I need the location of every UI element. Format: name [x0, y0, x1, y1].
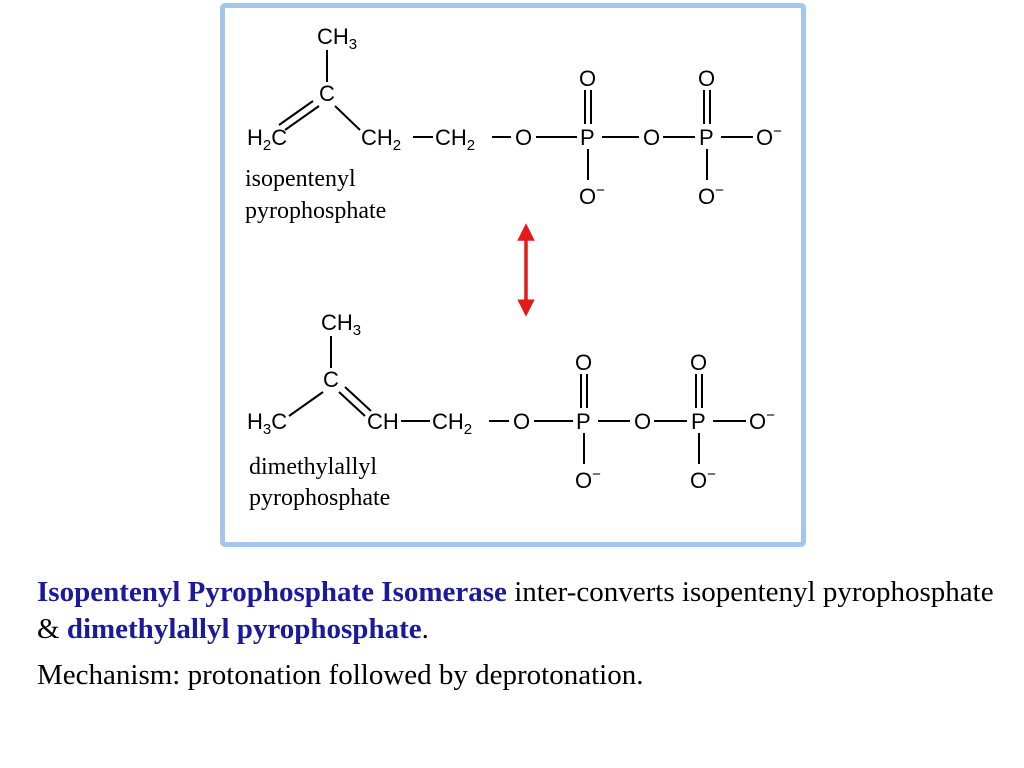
bottom-p2-o-top-label: O	[690, 350, 707, 375]
bottom-p1-o-top-label: O	[575, 350, 592, 375]
bottom-o-terminal-label: O−	[749, 407, 775, 434]
bottom-ch3-label: CH3	[321, 310, 361, 339]
top-ch2-b-label: CH2	[435, 125, 475, 154]
top-p2-o-top-label: O	[698, 66, 715, 91]
bottom-o-ester-label: O	[513, 409, 530, 434]
top-p1-o-bottom-label: O−	[579, 182, 605, 209]
bottom-h3c-label: H3C	[247, 409, 287, 438]
bottom-bonds	[288, 336, 746, 464]
caption-text-1: inter-converts isopentenyl pyrophosphate…	[37, 576, 994, 645]
caption-paragraph: Isopentenyl Pyrophosphate Isomerase inte…	[37, 574, 1007, 648]
top-molecule-name-line2: pyrophosphate	[245, 198, 386, 224]
bottom-p2-label: P	[691, 409, 706, 434]
bottom-ch2-label: CH2	[432, 409, 472, 438]
caption-text-2: .	[421, 613, 429, 645]
bottom-c-label: C	[323, 367, 339, 392]
bottom-p1-label: P	[576, 409, 591, 434]
bottom-o-bridge-label: O	[634, 409, 651, 434]
top-molecule-name-line1: isopentenyl	[245, 166, 356, 192]
bottom-molecule-name-line1: dimethylallyl	[249, 454, 377, 480]
top-ch3-label: CH3	[317, 24, 357, 53]
top-o-terminal-label: O−	[756, 123, 782, 150]
top-p2-label: P	[699, 125, 714, 150]
isopentenyl-pyrophosphate-structure: CH3 C H2C CH2 CH2 O P O P O− O O− O O− i…	[245, 24, 782, 224]
caption: Isopentenyl Pyrophosphate Isomerase inte…	[37, 574, 1007, 694]
enzyme-name: Isopentenyl Pyrophosphate Isomerase	[37, 576, 507, 608]
top-p1-label: P	[580, 125, 595, 150]
top-o-bridge-label: O	[643, 125, 660, 150]
top-bonds	[278, 50, 753, 180]
top-p1-o-top-label: O	[579, 66, 596, 91]
bottom-molecule-name-line2: pyrophosphate	[249, 485, 390, 511]
dimethylallyl-pyrophosphate-structure: CH3 C H3C CH CH2 O P O P O− O O− O O− di…	[247, 310, 775, 511]
bottom-p1-o-bottom-label: O−	[575, 466, 601, 493]
reaction-diagram: CH3 C H2C CH2 CH2 O P O P O− O O− O O− i…	[245, 24, 782, 511]
top-o-ester-label: O	[515, 125, 532, 150]
product-name: dimethylallyl pyrophosphate	[66, 613, 422, 645]
bottom-p2-o-bottom-label: O−	[690, 466, 716, 493]
figure-frame: CH3 C H2C CH2 CH2 O P O P O− O O− O O− i…	[220, 3, 806, 547]
top-h2c-label: H2C	[247, 125, 287, 154]
top-c-label: C	[319, 81, 335, 106]
top-p2-o-bottom-label: O−	[698, 182, 724, 209]
mechanism-text: Mechanism: protonation followed by depro…	[37, 659, 644, 691]
top-ch2-a-label: CH2	[361, 125, 401, 154]
bottom-ch-label: CH	[367, 409, 399, 434]
